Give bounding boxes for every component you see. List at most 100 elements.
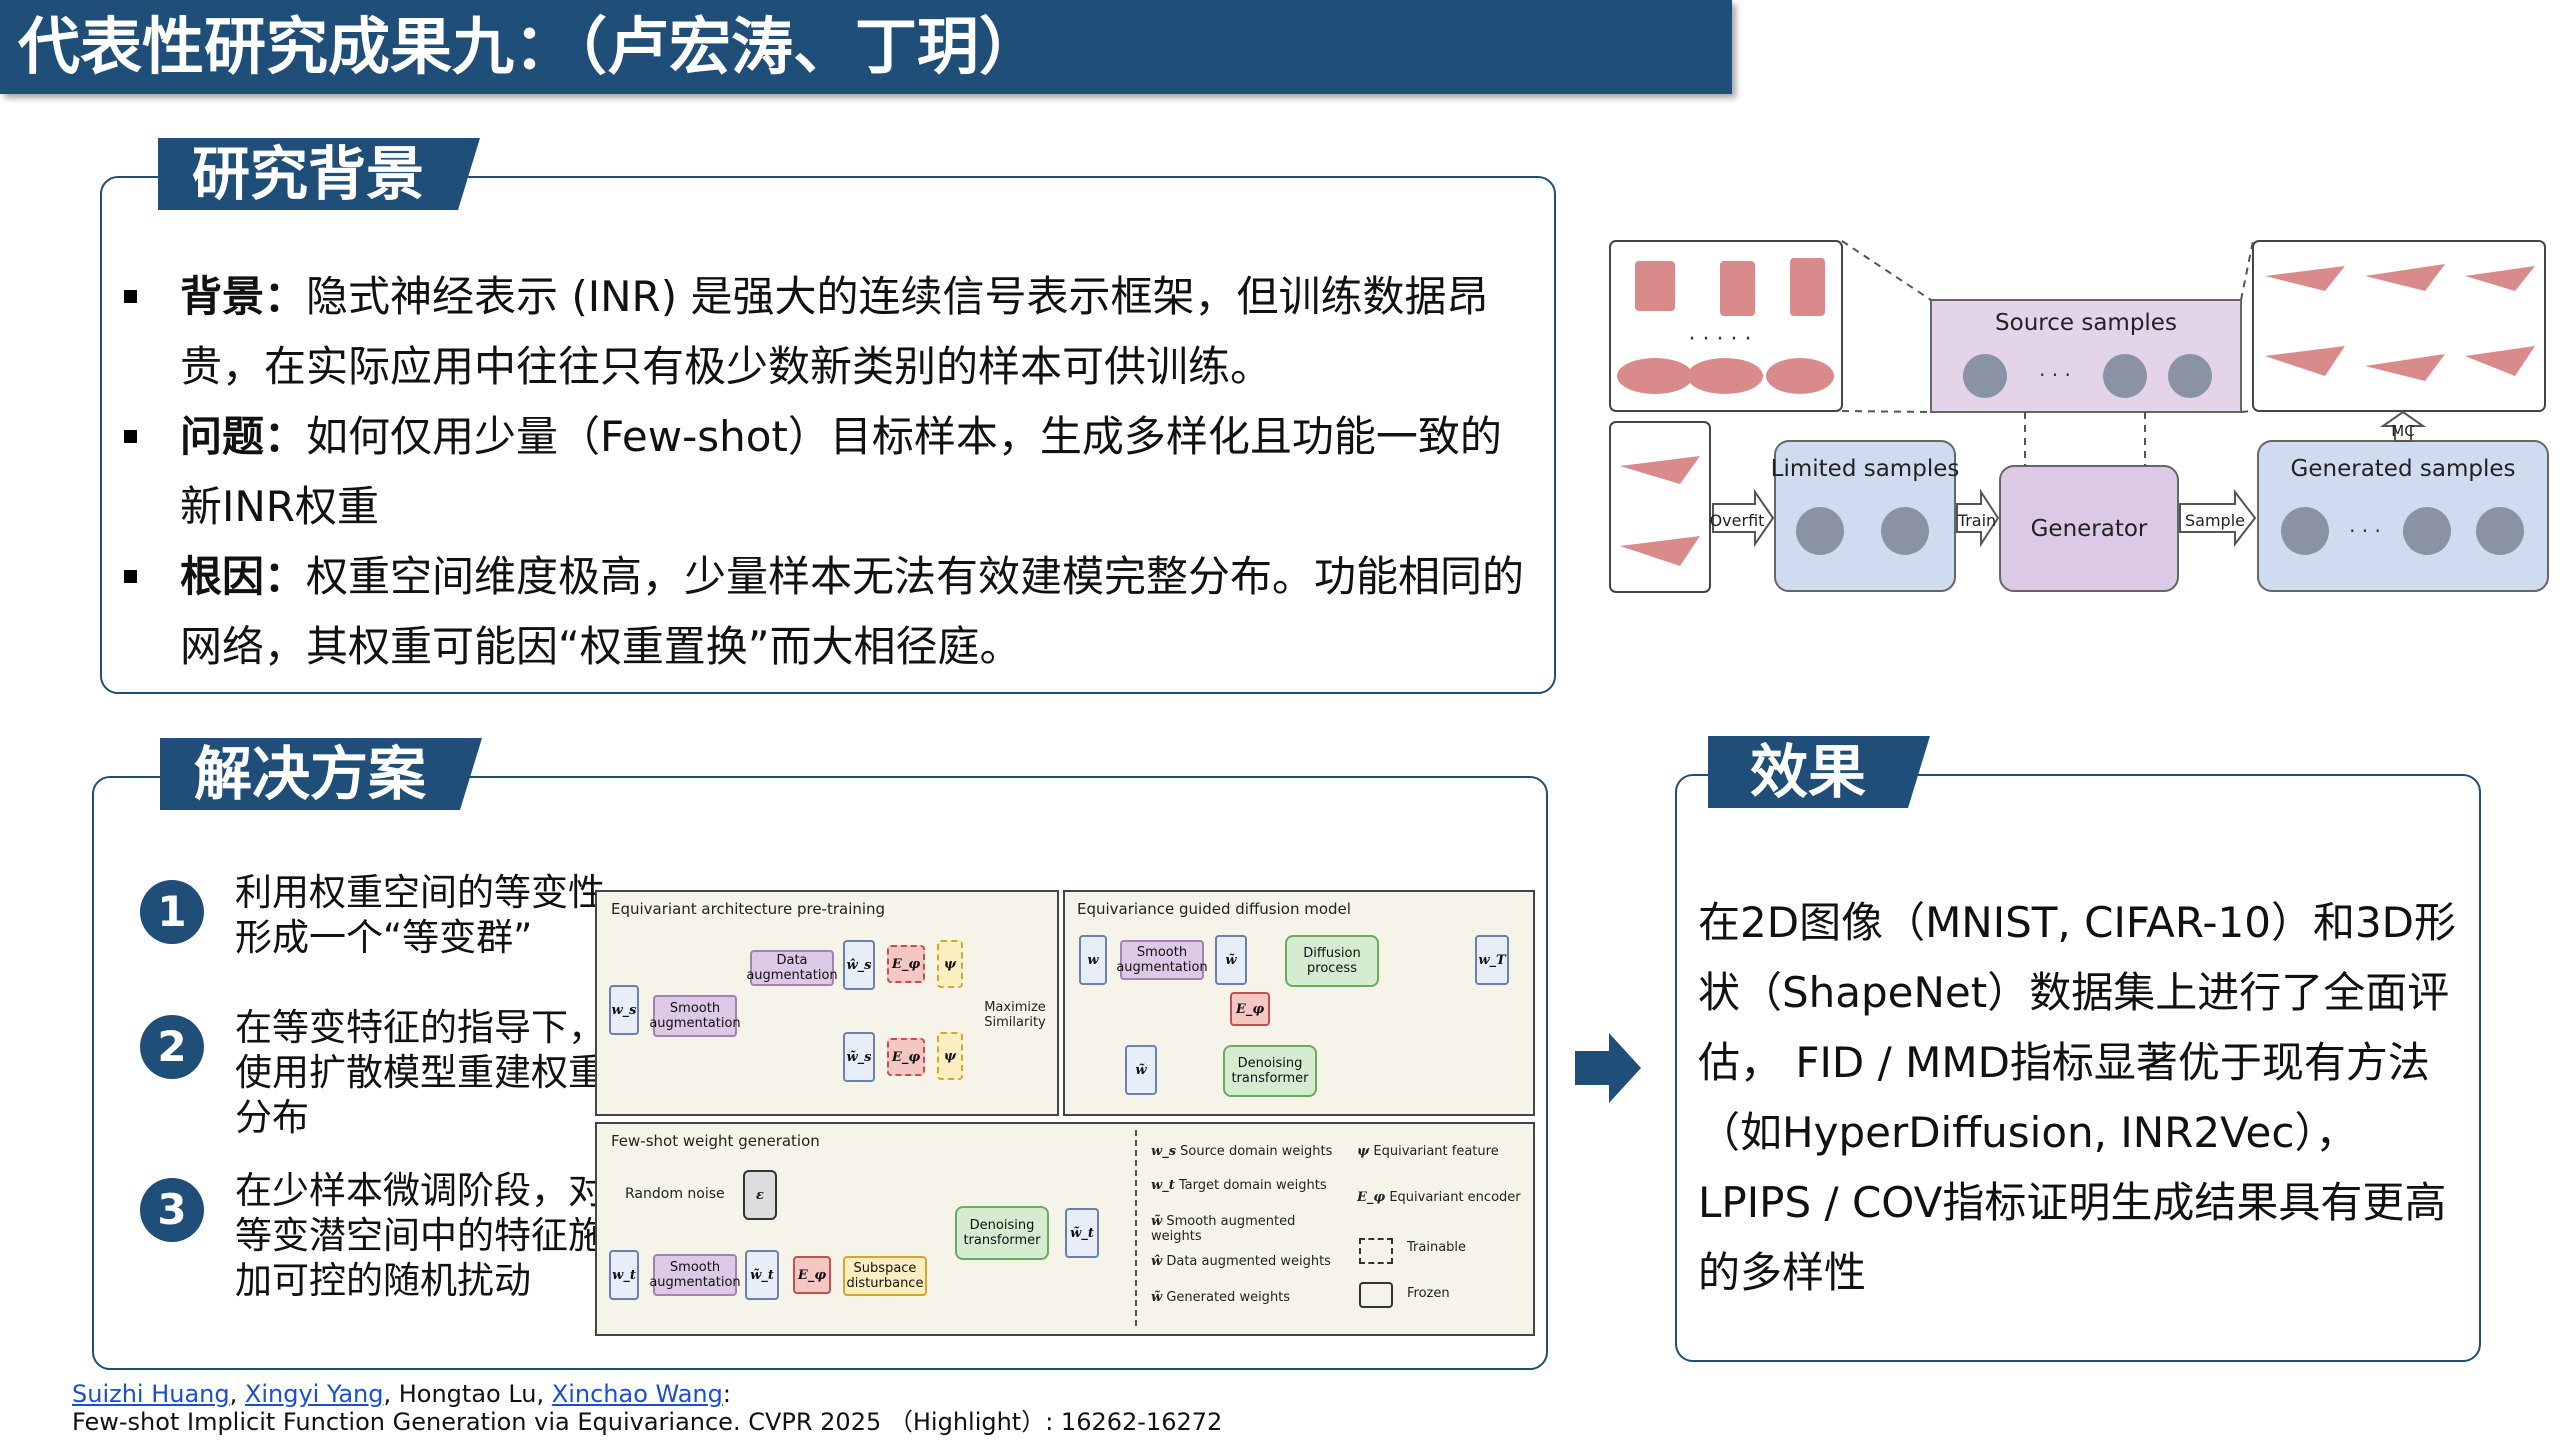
citation-authors: Suizhi Huang, Xingyi Yang, Hongtao Lu, X…: [72, 1380, 731, 1408]
bullet-label: 根因：: [180, 552, 307, 601]
bullet-label: 问题：: [180, 412, 307, 461]
step-text: 在少样本微调阶段，对等变潜空间中的特征施加可控的随机扰动: [235, 1169, 605, 1302]
generated-images-box: [2252, 240, 2546, 412]
bullet-square-icon: [124, 290, 137, 303]
step-text: 利用权重空间的等变性形成一个“等变群”: [235, 871, 605, 959]
effect-panel: [1675, 774, 2481, 1362]
ws-tilde-node: w̃_s: [843, 1032, 875, 1082]
overfit-label: Overfit: [1710, 511, 1765, 530]
w-tilde-node: w̃: [1215, 935, 1247, 985]
denoising-node-2: Denoising transformer: [955, 1206, 1049, 1260]
w-hat-out-node: w̃: [1125, 1045, 1157, 1095]
chair-car-icons: [1617, 258, 1834, 394]
step-number-badge: 2: [140, 1015, 204, 1079]
background-bullets: 背景：隐式神经表示 (INR) 是强大的连续信号表示框架，但训练数据昂贵，在实际…: [120, 262, 1540, 682]
generator-label: Generator: [2031, 516, 2148, 542]
encoder-node-2: E_φ: [887, 1038, 925, 1076]
limited-samples-label: Limited samples: [1771, 456, 1960, 482]
legend-item: w_s Source domain weights: [1151, 1144, 1333, 1159]
denoising-node-1: Denoising transformer: [1223, 1045, 1317, 1097]
effect-text: 在2D图像（MNIST, CIFAR-10）和3D形状（ShapeNet）数据集…: [1698, 898, 2457, 1297]
overview-figure-svg: · · · · · Source samples · · · Limited s…: [1609, 240, 2549, 593]
title-bar: 代表性研究成果九：（卢宏涛、丁玥）: [0, 0, 1732, 94]
frozen-swatch: [1359, 1282, 1393, 1308]
smooth-aug-node-2: Smooth augmentation: [1116, 940, 1208, 980]
legend-trainable: Trainable: [1407, 1240, 1467, 1255]
wt-tilde-node: w̃_t: [745, 1250, 779, 1300]
train-label: Train: [1957, 511, 1996, 530]
smooth-aug-node-3: Smooth augmentation: [649, 1254, 741, 1296]
bullet-square-icon: [124, 430, 137, 443]
bullet-text: 权重空间维度极高，少量样本无法有效建模完整分布。功能相同的网络，其权重可能因“权…: [180, 552, 1525, 671]
diffusion-title: Equivariance guided diffusion model: [1077, 900, 1351, 918]
bullet-text: 如何仅用少量（Few-shot）目标样本，生成多样化且功能一致的新INR权重: [180, 412, 1502, 531]
diffusion-process-node: Diffusion process: [1285, 935, 1379, 987]
legend-frozen: Frozen: [1407, 1286, 1450, 1301]
bullet-text: 隐式神经表示 (INR) 是强大的连续信号表示框架，但训练数据昂贵，在实际应用中…: [180, 272, 1489, 391]
step-number-badge: 1: [140, 880, 204, 944]
method-legend: w_s Source domain weights w_t Target dom…: [1135, 1130, 1527, 1326]
bullet-square-icon: [124, 570, 137, 583]
generated-samples-label: Generated samples: [2291, 456, 2516, 482]
source-samples-label: Source samples: [1995, 310, 2177, 336]
solution-steps: 1 利用权重空间的等变性形成一个“等变群” 2 在等变特征的指导下，使用扩散模型…: [140, 870, 610, 1303]
author-link[interactable]: Xinchao Wang: [551, 1380, 723, 1408]
step-3: 3 在少样本微调阶段，对等变潜空间中的特征施加可控的随机扰动: [140, 1168, 610, 1303]
legend-item: w̃ Generated weights: [1151, 1290, 1291, 1305]
step-2: 2 在等变特征的指导下，使用扩散模型重建权重分布: [140, 1005, 610, 1168]
legend-item: ŵ Data augmented weights: [1151, 1254, 1331, 1269]
effect-heading: 效果: [1708, 736, 1930, 808]
psi-node-1: ψ: [937, 940, 963, 988]
background-panel: [100, 176, 1556, 694]
right-arrow-icon: [1575, 1033, 1641, 1103]
pretraining-title: Equivariant architecture pre-training: [611, 900, 886, 918]
overfit-arrow: [1712, 488, 1775, 548]
mc-arrow: [2379, 410, 2427, 442]
maximize-label: Maximize Similarity: [984, 1000, 1046, 1030]
encoder-node-4: E_φ: [793, 1256, 831, 1294]
train-arrow: [1956, 488, 2000, 548]
smooth-aug-node-1: Smooth augmentation: [649, 995, 741, 1037]
step-text: 在等变特征的指导下，使用扩散模型重建权重分布: [235, 1006, 605, 1139]
legend-item: w_t Target domain weights: [1151, 1178, 1327, 1193]
wt-tilde-out-node: w̃_t: [1065, 1208, 1099, 1258]
limited-images-box: [1609, 421, 1711, 593]
mc-label: MC: [2391, 422, 2414, 440]
author-link[interactable]: Suizhi Huang: [72, 1380, 230, 1408]
bullet-cause: 根因：权重空间维度极高，少量样本无法有效建模完整分布。功能相同的网络，其权重可能…: [120, 542, 1540, 682]
ws-hat-node: ŵ_s: [843, 940, 875, 990]
random-noise-label: Random noise: [625, 1186, 725, 1202]
method-figure: Equivariant architecture pre-training w_…: [595, 890, 1535, 1336]
bullet-background: 背景：隐式神经表示 (INR) 是强大的连续信号表示框架，但训练数据昂贵，在实际…: [120, 262, 1540, 402]
solution-heading: 解决方案: [160, 738, 482, 810]
data-aug-node: Data augmentation: [746, 950, 838, 986]
sample-label: Sample: [2185, 511, 2245, 530]
network-icons: [1963, 354, 2212, 398]
wt-node: w_t: [609, 1250, 639, 1300]
encoder-node-1: E_φ: [887, 945, 925, 983]
ws-node: w_s: [609, 985, 639, 1035]
legend-item: w̃ Smooth augmented weights: [1151, 1214, 1296, 1244]
dots-text: · · · · ·: [1689, 327, 1752, 352]
wT-node: w_T: [1475, 935, 1509, 985]
author-name: Hongtao Lu: [398, 1380, 537, 1408]
page-title: 代表性研究成果九：（卢宏涛、丁玥）: [18, 10, 1042, 83]
legend-item: ψ Equivariant feature: [1357, 1144, 1499, 1159]
citation: Suizhi Huang, Xingyi Yang, Hongtao Lu, X…: [72, 1380, 1222, 1436]
eps-node: ε: [743, 1170, 777, 1220]
citation-paper: Few-shot Implicit Function Generation vi…: [72, 1408, 1223, 1436]
airplane-icons: [2265, 264, 2535, 381]
fewshot-title: Few-shot weight generation: [611, 1132, 820, 1150]
w-node: w: [1079, 935, 1107, 985]
background-heading: 研究背景: [158, 138, 480, 210]
overview-figure: · · · · · Source samples · · · Limited s…: [1605, 236, 2550, 596]
encoder-node-3: E_φ: [1230, 992, 1270, 1026]
generator-box: [1999, 465, 2179, 592]
svg-text:· · ·: · · ·: [2349, 519, 2381, 543]
legend-item: E_φ Equivariant encoder: [1357, 1190, 1521, 1205]
step-number-badge: 3: [140, 1178, 204, 1242]
bullet-problem: 问题：如何仅用少量（Few-shot）目标样本，生成多样化且功能一致的新INR权…: [120, 402, 1540, 542]
step-1: 1 利用权重空间的等变性形成一个“等变群”: [140, 870, 610, 1005]
trainable-swatch: [1359, 1238, 1393, 1264]
author-link[interactable]: Xingyi Yang: [244, 1380, 384, 1408]
